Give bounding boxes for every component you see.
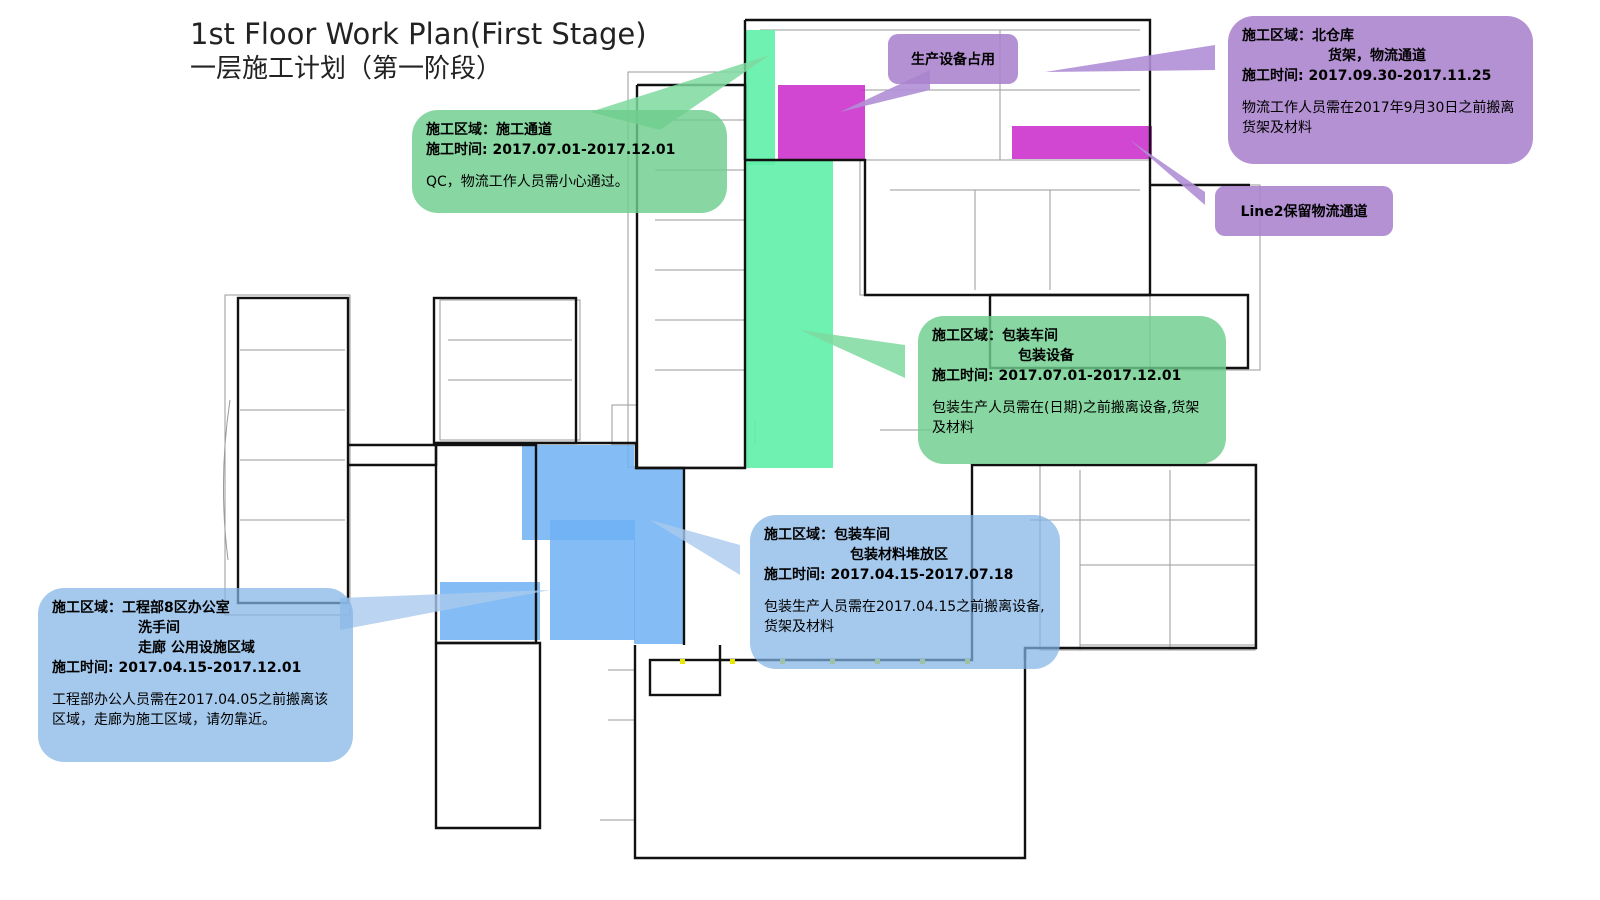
callout-construction-corridor: 施工区域：施工通道 施工时间: 2017.07.01-2017.12.01 QC… xyxy=(412,110,727,213)
callout-north-warehouse: 施工区域：北仓库 货架，物流通道 施工时间: 2017.09.30-2017.1… xyxy=(1228,16,1533,164)
callout-area: 施工区域：施工通道 xyxy=(426,122,552,138)
pointer-blue-center xyxy=(650,520,740,575)
callout-note: 物流工作人员需在2017年9月30日之前搬离货架及材料 xyxy=(1242,100,1515,136)
pointer-line2 xyxy=(1130,140,1205,205)
callout-packaging-equipment: 施工区域：包装车间 包装设备 施工时间: 2017.07.01-2017.12.… xyxy=(918,316,1226,464)
callout-area-sub: 包装材料堆放区 xyxy=(850,547,948,563)
callout-area: 施工区域：北仓库 xyxy=(1242,28,1354,44)
callout-time: 施工时间: 2017.09.30-2017.11.25 xyxy=(1242,68,1492,84)
callout-note: 包装生产人员需在(日期)之前搬离设备,货架及材料 xyxy=(932,400,1200,436)
tag-equipment-occupied: 生产设备占用 xyxy=(888,34,1018,84)
pointer-purple-top xyxy=(1045,45,1215,72)
callout-area-sub: 包装设备 xyxy=(1018,348,1074,364)
pointer-green-right xyxy=(800,330,905,378)
title-chinese: 一层施工计划（第一阶段） xyxy=(190,54,503,84)
tag-line2-logistics: Line2保留物流通道 xyxy=(1215,186,1393,236)
callout-note: 工程部办公人员需在2017.04.05之前搬离该区域，走廊为施工区域，请勿靠近。 xyxy=(52,692,329,728)
callout-note: 包装生产人员需在2017.04.15之前搬离设备,货架及材料 xyxy=(764,599,1045,635)
callout-engineering-office: 施工区域：工程部8区办公室 洗手间 走廊 公用设施区域 施工时间: 2017.0… xyxy=(38,588,353,762)
callout-area-sub2: 走廊 公用设施区域 xyxy=(138,640,255,656)
pointer-blue-left xyxy=(340,590,550,630)
zone-construction-corridor xyxy=(745,30,833,468)
page-title: 1st Floor Work Plan(First Stage) 一层施工计划（… xyxy=(190,16,647,86)
callout-time: 施工时间: 2017.04.15-2017.12.01 xyxy=(52,660,302,676)
callout-area-sub: 货架，物流通道 xyxy=(1328,48,1426,64)
callout-area: 施工区域：工程部8区办公室 xyxy=(52,600,230,616)
callout-time: 施工时间: 2017.07.01-2017.12.01 xyxy=(932,368,1182,384)
callout-time: 施工时间: 2017.04.15-2017.07.18 xyxy=(764,567,1014,583)
zone-packaging-material xyxy=(440,445,684,644)
callout-area: 施工区域：包装车间 xyxy=(764,527,890,543)
callout-area-sub: 洗手间 xyxy=(138,620,180,636)
callout-time: 施工时间: 2017.07.01-2017.12.01 xyxy=(426,142,676,158)
callout-packaging-material: 施工区域：包装车间 包装材料堆放区 施工时间: 2017.04.15-2017.… xyxy=(750,515,1060,669)
zone-north-warehouse xyxy=(778,85,1152,160)
callout-area: 施工区域：包装车间 xyxy=(932,328,1058,344)
title-english: 1st Floor Work Plan(First Stage) xyxy=(190,17,647,51)
callout-note: QC，物流工作人员需小心通过。 xyxy=(426,174,629,190)
